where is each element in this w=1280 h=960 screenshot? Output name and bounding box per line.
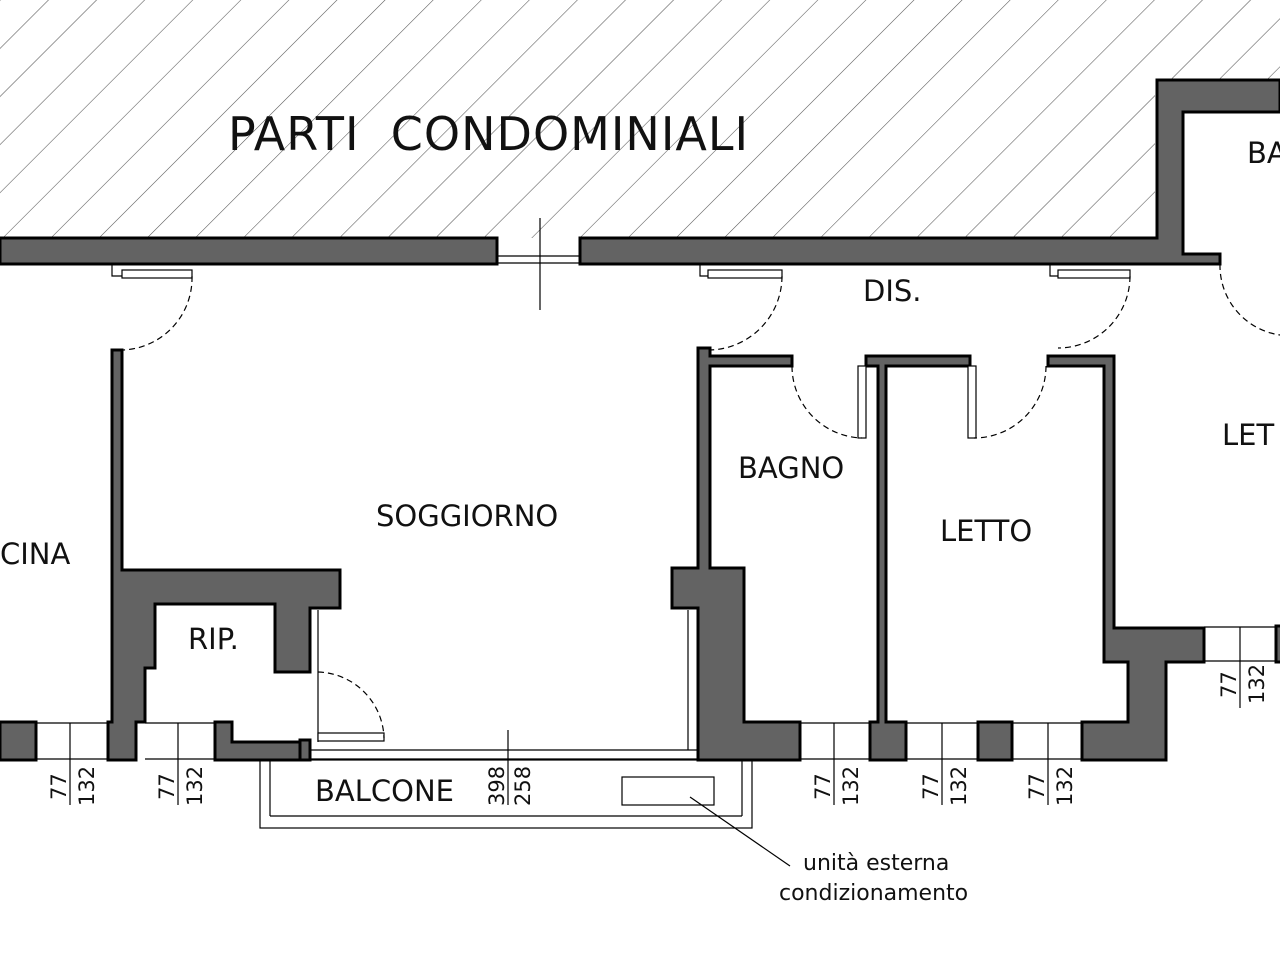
room-label-bagno: BAGNO <box>738 451 844 485</box>
ac-leader-line <box>689 796 791 867</box>
dim-w-4: 77 <box>919 773 943 800</box>
room-label-letto: LETTO <box>940 514 1032 548</box>
wall-bagno-left <box>670 346 802 762</box>
wall-top-left <box>0 236 499 266</box>
dim-w-3: 77 <box>811 773 835 800</box>
dim-h-4: 132 <box>947 766 971 806</box>
dim-w-6: 77 <box>1217 671 1241 698</box>
ac-unit <box>621 776 715 806</box>
dim-h-3: 132 <box>839 766 863 806</box>
ac-note: unità esterna condizionamento <box>779 851 968 906</box>
wall-letto-right <box>1046 354 1206 762</box>
dim-h-6: 132 <box>1245 664 1269 704</box>
dim-w-2: 77 <box>155 773 179 800</box>
walls <box>0 78 1280 762</box>
wall-bagno-letto <box>864 354 972 762</box>
common-area-hatch-right <box>1155 0 1280 80</box>
dim-balcony-w: 398 <box>485 766 509 806</box>
room-label-cucina: CINA <box>0 537 70 571</box>
dim-h-2: 132 <box>183 766 207 806</box>
wall-rip-bottom <box>213 720 302 762</box>
common-area-hatch <box>0 0 1155 238</box>
wall-top-right <box>578 78 1280 266</box>
room-label-balcone: BALCONE <box>315 774 454 808</box>
room-label-rip: RIP. <box>188 622 239 656</box>
dim-w-5: 77 <box>1025 773 1049 800</box>
wall-column-mid <box>976 720 1014 762</box>
wall-rip-jamb <box>298 738 312 762</box>
room-label-bagno-top: BA <box>1247 136 1280 170</box>
room-label-soggiorno: SOGGIORNO <box>376 499 558 533</box>
common-area-label: PARTI CONDOMINIALI <box>228 107 749 161</box>
wall-kitchen <box>106 348 342 762</box>
dimension-labels: 77 132 77 132 398 258 77 132 77 132 77 1… <box>47 664 1269 806</box>
wall-left-column <box>0 720 38 762</box>
dim-h-1: 132 <box>75 766 99 806</box>
room-label-dis: DIS. <box>863 274 922 308</box>
room-label-letto-right: LET <box>1222 418 1274 452</box>
dim-balcony-h: 258 <box>511 766 535 806</box>
ac-note-line1: unità esterna <box>803 851 949 876</box>
ac-note-line2: condizionamento <box>779 881 968 906</box>
wall-right-stub <box>1274 624 1280 664</box>
dim-w-1: 77 <box>47 773 71 800</box>
windows <box>36 218 1276 867</box>
labels: PARTI CONDOMINIALI BA DIS. LET BAGNO SOG… <box>0 107 1280 808</box>
doors <box>111 263 1280 742</box>
dim-h-5: 132 <box>1053 766 1077 806</box>
